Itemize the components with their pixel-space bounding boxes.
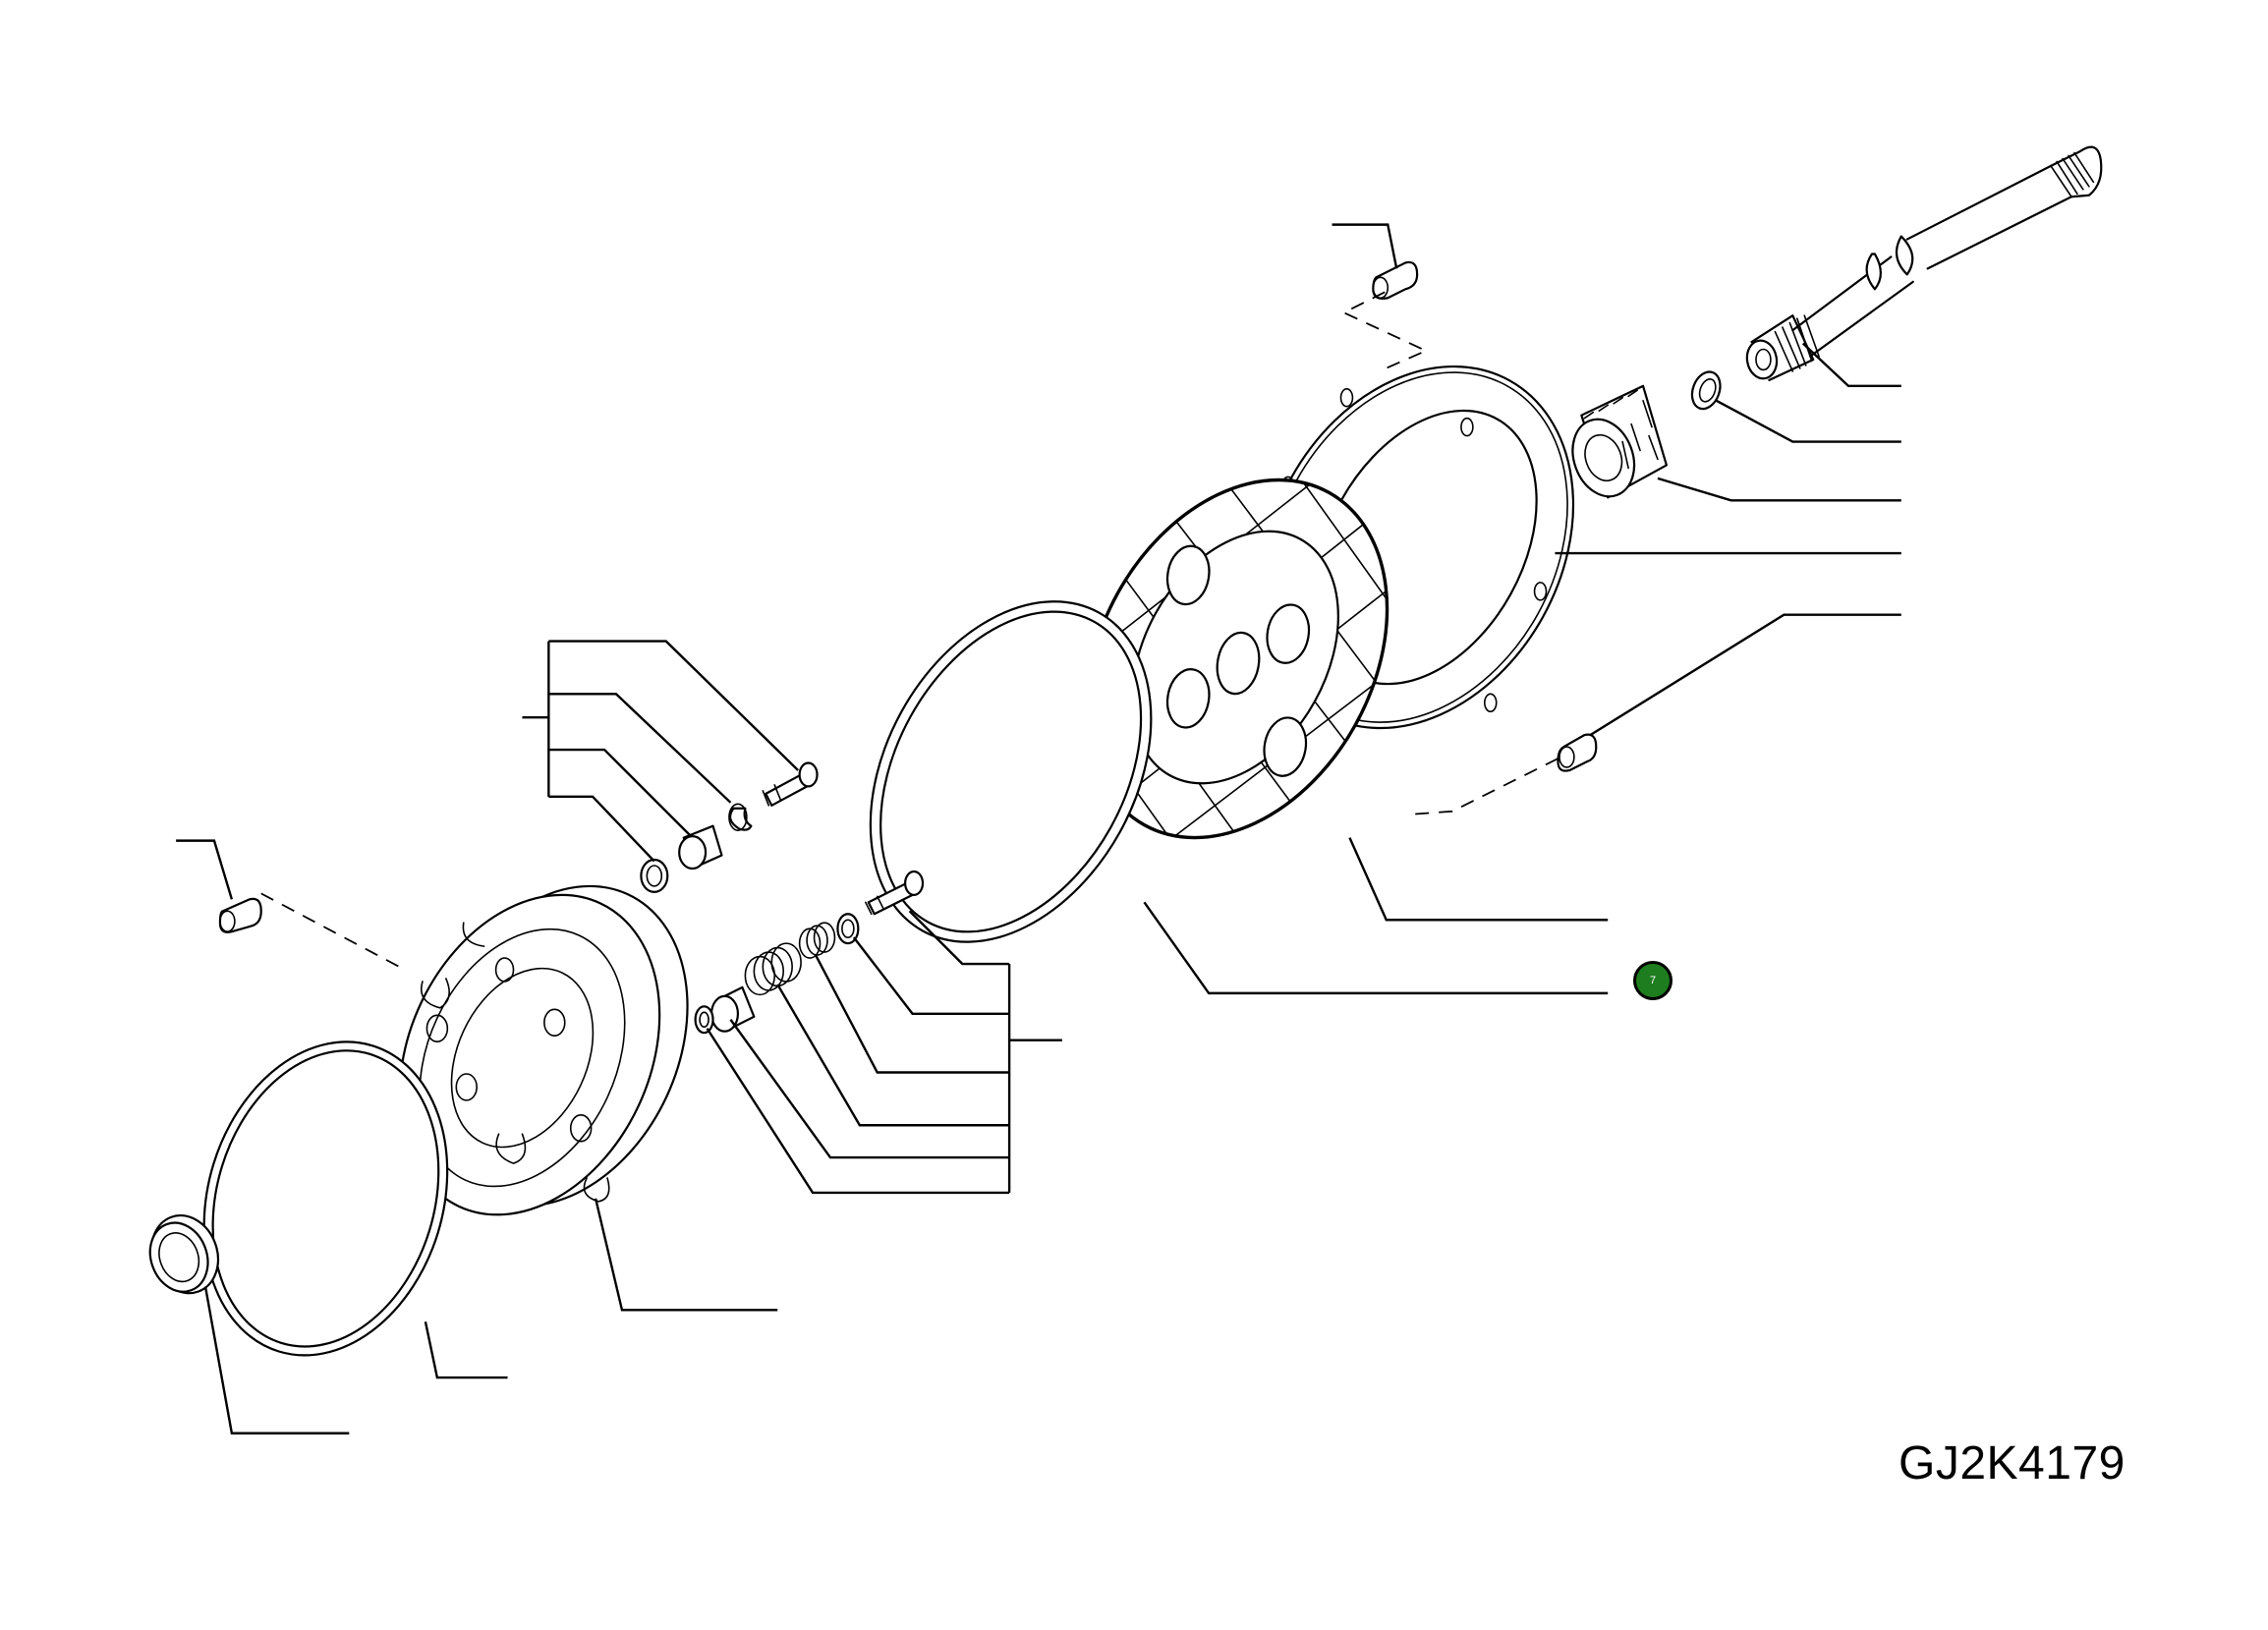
alignment-line-left: [261, 893, 405, 970]
clip-lower: [837, 914, 858, 943]
brake-cylinder: [350, 844, 737, 1258]
seal-bushing: [141, 1207, 229, 1303]
alignment-line-right: [1411, 759, 1558, 815]
small-washer: [696, 1006, 713, 1033]
drawing-code-label: GJ2K4179: [1899, 1437, 2126, 1489]
part-hotspot-marker[interactable]: 7: [1633, 961, 1673, 1000]
spring-large: [745, 943, 801, 994]
o-ring-lower: [167, 1011, 485, 1385]
splined-shaft: [1744, 147, 2101, 381]
bolt-lower: [866, 871, 923, 914]
splined-hub-gear: [1562, 386, 1667, 505]
piston-cup: [711, 987, 754, 1032]
snap-ring-small: [1687, 367, 1726, 413]
leader-lines: [176, 225, 1901, 1433]
bushing-upper-b: [641, 860, 667, 892]
large-o-ring: [814, 552, 1208, 991]
alignment-line-top: [1343, 292, 1426, 371]
dowel-pin-right: [1558, 735, 1596, 771]
bolt-upper: [763, 763, 817, 806]
hotspot-label: 7: [1649, 974, 1657, 986]
bushing-upper-a: [679, 826, 721, 869]
spring-small: [800, 923, 835, 958]
dowel-pin-left: [220, 899, 261, 932]
clip-upper: [729, 804, 751, 830]
dowel-pin-top: [1373, 262, 1417, 299]
